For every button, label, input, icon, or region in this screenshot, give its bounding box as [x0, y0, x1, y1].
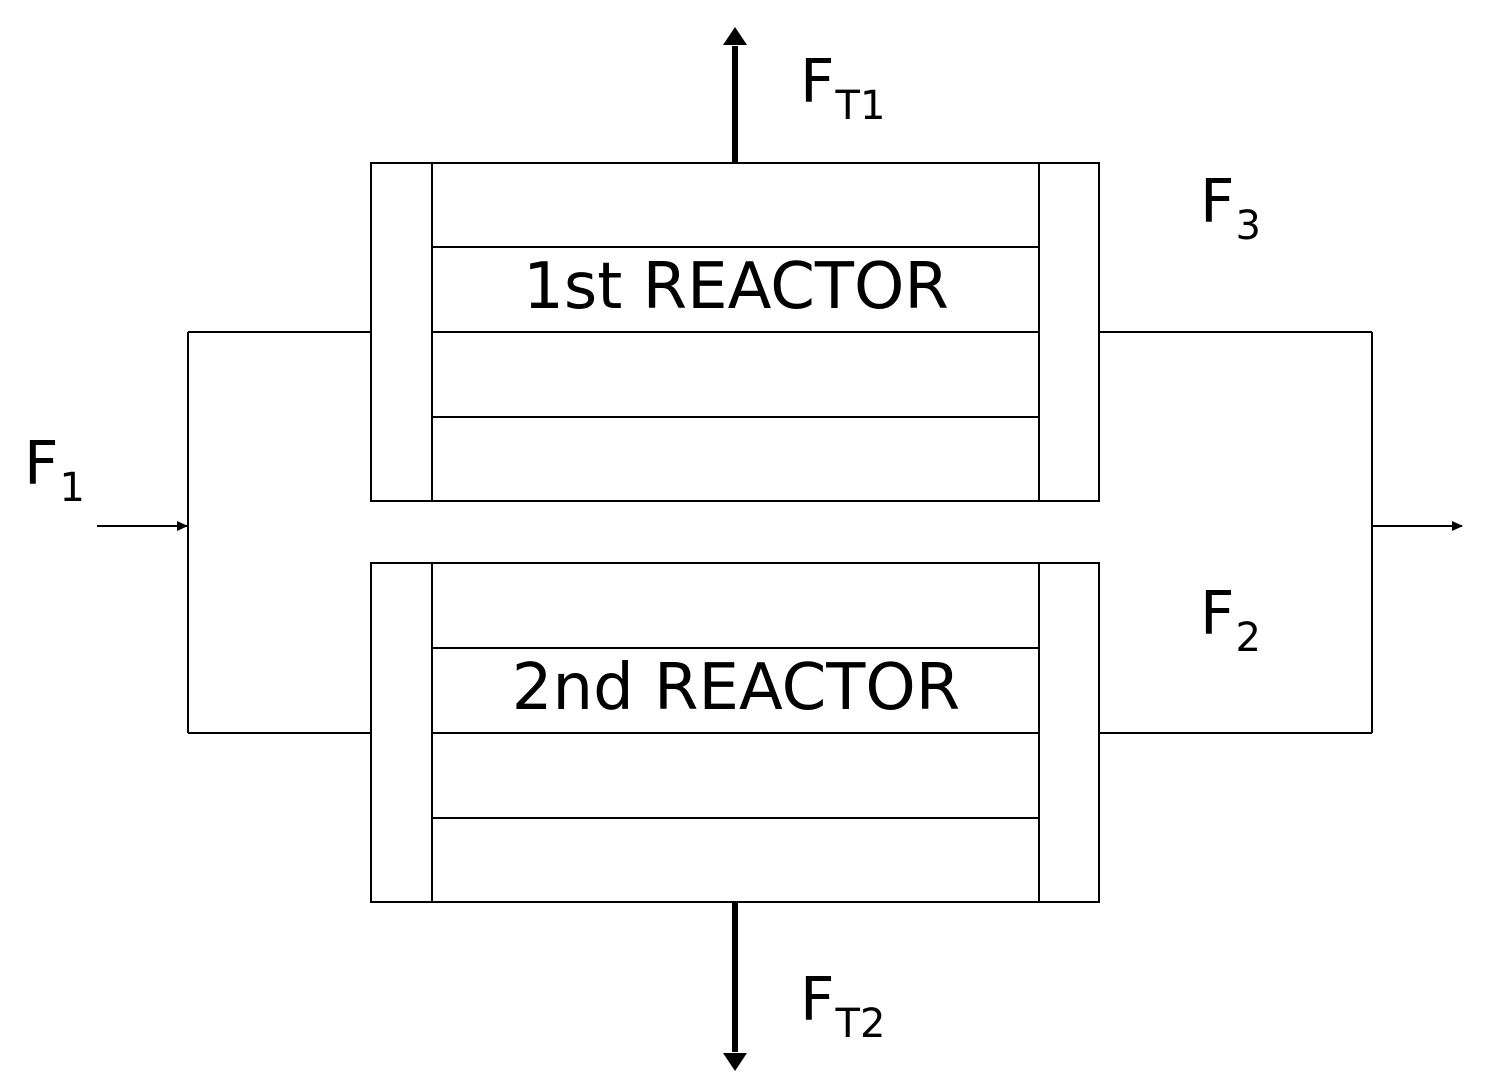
- flow-label-ft2-sub: T2: [835, 1000, 886, 1047]
- flow-label-f3-sub: 3: [1235, 202, 1261, 249]
- flow-label-f2-sub: 2: [1235, 614, 1261, 661]
- flow-label-f1: F1: [24, 434, 85, 508]
- permeate-1-arrow: [723, 27, 747, 163]
- inlet-piping: [97, 331, 371, 734]
- flow-label-ft1: FT1: [800, 52, 885, 126]
- flow-label-f1-sub: 1: [59, 464, 85, 511]
- flow-label-f2: F2: [1200, 584, 1261, 658]
- reactor-1-label: 1st REACTOR: [523, 250, 949, 324]
- flow-label-ft2-base: F: [800, 965, 835, 1035]
- flow-label-f3-base: F: [1200, 167, 1235, 237]
- flow-label-f1-base: F: [24, 429, 59, 499]
- flow-label-ft2: FT2: [800, 970, 885, 1044]
- outlet-piping: [1099, 331, 1463, 734]
- reactor-1-shell: [370, 162, 1100, 502]
- flow-label-ft1-base: F: [800, 47, 835, 117]
- reactor-2-shell: [370, 562, 1100, 903]
- flow-label-f2-base: F: [1200, 579, 1235, 649]
- flow-label-f3: F3: [1200, 172, 1261, 246]
- reactor-2-label: 2nd REACTOR: [511, 651, 961, 725]
- permeate-2-arrow: [723, 902, 747, 1071]
- flow-label-ft1-sub: T1: [835, 82, 886, 129]
